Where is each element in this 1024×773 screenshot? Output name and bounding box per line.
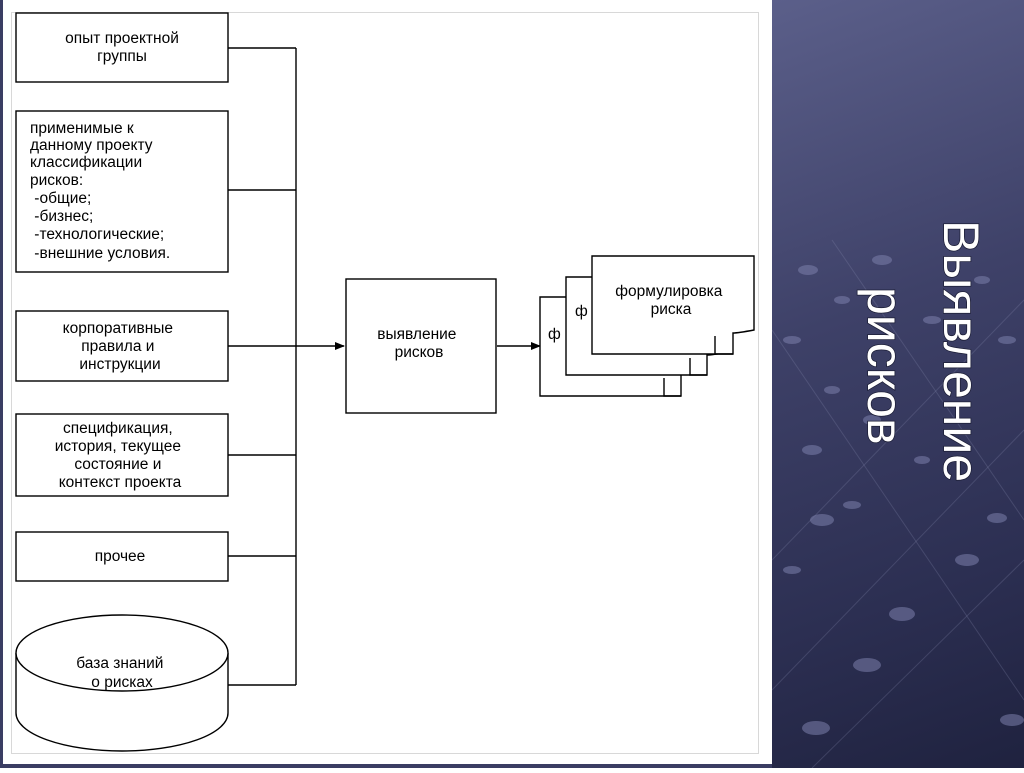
input-risk-classifications: применимые к данному проекту классификац… (15, 110, 229, 273)
svg-text:прочее: прочее (95, 548, 146, 565)
document-card-text-line: риска (651, 301, 692, 318)
input-text-line: история, текущее (55, 438, 181, 455)
input-other: прочее (15, 531, 229, 582)
input-text-line: классификации (30, 154, 142, 171)
svg-text:формулировка риска: формулировка риска (615, 283, 726, 318)
document-card-front: формулировка риска (591, 255, 755, 355)
left-border (0, 0, 3, 768)
input-text-line: применимые к (30, 120, 134, 137)
input-text-line: данному проекту (30, 137, 153, 154)
title-line-2: рисков (857, 287, 913, 445)
document-card-fragment: ф (548, 326, 561, 343)
bottom-border (0, 764, 772, 768)
svg-text:корпоративные правила: корпоративные правила и инструкции (63, 320, 178, 373)
input-text-line: контекст проекта (59, 474, 182, 491)
input-text-line: корпоративные (63, 320, 173, 337)
title-panel-background (772, 0, 1024, 768)
input-text-line: состояние и (74, 456, 161, 473)
process-text-line: выявление (377, 326, 456, 343)
input-text-line: прочее (95, 548, 146, 565)
input-corporate-rules: корпоративные правила и инструкции (15, 310, 229, 382)
input-text-line: -общие; (30, 190, 91, 207)
connector-lines (228, 47, 541, 686)
svg-text:применимые к данному п: применимые к данному проекту классификац… (30, 120, 170, 262)
input-project-specification: спецификация, история, текущее состояние… (15, 413, 229, 497)
decorative-dot-pattern (772, 239, 1024, 768)
document-card-fragment: ф (575, 303, 588, 320)
input-text-line: спецификация, (63, 420, 173, 437)
process-text-line: рисков (395, 344, 444, 361)
title-line-1: Выявление (933, 220, 989, 482)
svg-text:база знаний о рисках: база знаний о рисках (76, 655, 167, 691)
document-card-text-line: формулировка (615, 283, 723, 300)
input-text-line: -технологические; (30, 226, 164, 243)
input-text-line: опыт проектной (65, 30, 179, 47)
input-text-line: группы (97, 48, 147, 65)
input-text-line: -бизнес; (30, 208, 93, 225)
input-text-line: о рисках (91, 674, 153, 691)
process-risk-identification: выявление рисков (345, 278, 497, 414)
input-text-line: база знаний (76, 655, 163, 672)
svg-text:спецификация, история,: спецификация, история, текущее состояние… (55, 420, 186, 491)
output-risk-statements: ф ф формулировка риска (539, 255, 755, 397)
input-text-line: -внешние условия. (30, 245, 170, 262)
svg-text:выявление рисков: выявление рисков (377, 326, 460, 361)
slide-title: Выявление рисков (772, 0, 1024, 768)
input-text-line: рисков: (30, 172, 83, 189)
input-text-line: инструкции (79, 356, 160, 373)
input-risk-knowledge-base: база знаний о рисках (15, 614, 229, 752)
input-text-line: правила и (81, 338, 154, 355)
